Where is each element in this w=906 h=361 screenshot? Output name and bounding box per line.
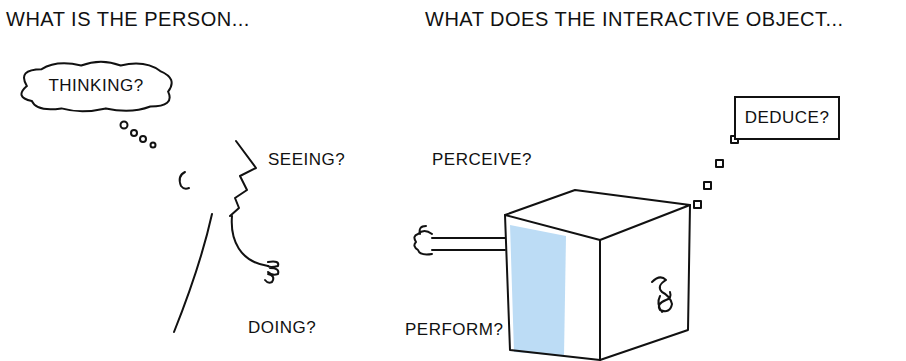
thought-square	[694, 201, 701, 208]
question-label: DOING?	[248, 318, 316, 338]
thought-square	[704, 182, 711, 189]
question-label: PERFORM?	[405, 320, 503, 340]
cube-symbol	[652, 277, 672, 312]
deduction-box: DEDUCE?	[734, 96, 840, 140]
thought-bubble	[121, 122, 128, 129]
heading: WHAT DOES THE INTERACTIVE OBJECT...	[425, 8, 844, 31]
node-text: THINKING?	[48, 76, 143, 96]
node-text: DEDUCE?	[745, 108, 830, 128]
heading: WHAT IS THE PERSON...	[6, 8, 250, 31]
thought-bubble	[140, 136, 146, 142]
thought-cloud: THINKING?	[12, 58, 180, 114]
cube-right-face	[600, 205, 690, 360]
person-profile	[230, 141, 256, 216]
cube-shading	[510, 225, 566, 356]
cloud-path	[21, 62, 171, 111]
question-label: PERCEIVE?	[432, 150, 532, 170]
thought-bubble	[151, 143, 156, 148]
person-back	[174, 214, 212, 332]
thought-square	[716, 160, 723, 167]
person-hand	[265, 262, 278, 283]
question-label: SEEING?	[268, 150, 345, 170]
cube-top	[505, 190, 690, 240]
thought-bubble	[131, 130, 137, 136]
person-ear	[180, 172, 189, 189]
cube-left-face	[505, 215, 600, 360]
person-arm	[232, 216, 268, 266]
object-arm	[432, 238, 505, 250]
object-hand	[414, 226, 432, 255]
